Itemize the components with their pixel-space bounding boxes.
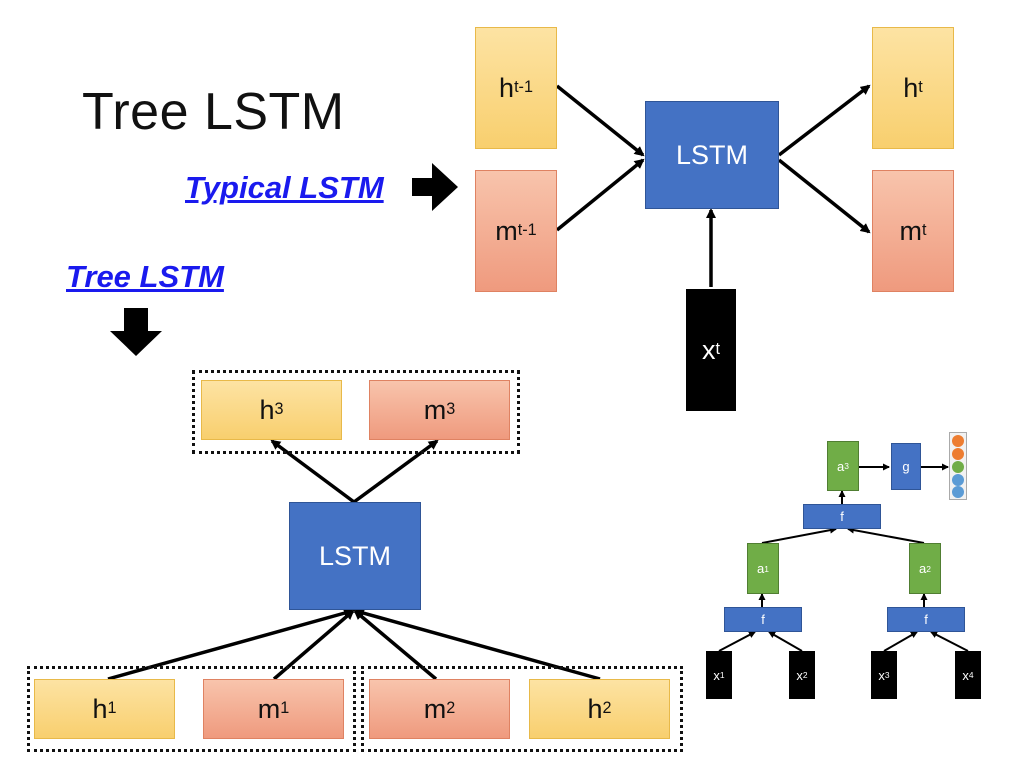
slide-title: Tree LSTM — [82, 83, 345, 141]
block-arrow-right — [412, 163, 458, 211]
f-right-node: f — [887, 607, 965, 632]
m2-base: m — [423, 693, 447, 724]
h-out-sup: t — [918, 77, 923, 96]
m2-sup: 2 — [446, 698, 456, 717]
x3-base: x — [878, 667, 885, 683]
x-sup: t — [715, 339, 721, 358]
output-dot — [952, 486, 964, 498]
f-left-node: f — [724, 607, 802, 632]
m3-sup: 3 — [446, 399, 456, 418]
x1-sup: 1 — [719, 670, 725, 680]
right-child-group-border — [361, 666, 683, 752]
arrow-m-prev-to-lstm — [555, 158, 645, 232]
output-dot — [952, 448, 964, 460]
tree-lstm-link[interactable]: Tree LSTM — [66, 259, 224, 294]
x4-sup: 4 — [968, 670, 974, 680]
tree-lstm-cell: LSTM — [289, 502, 421, 610]
h2-sup: 2 — [602, 698, 612, 717]
x1-base: x — [713, 667, 720, 683]
a3-base: a — [837, 458, 845, 474]
x-base: x — [702, 334, 716, 365]
h2-base: h — [587, 693, 603, 724]
output-group-border — [192, 370, 520, 454]
x2-base: x — [796, 667, 803, 683]
a1-sup: 1 — [764, 563, 769, 574]
x3-sup: 3 — [884, 670, 890, 680]
m3-base: m — [423, 394, 447, 425]
arrow-x4-to-fright — [930, 631, 969, 652]
a3-sup: 3 — [844, 461, 849, 471]
output-dot — [952, 435, 964, 447]
h-out-base: h — [903, 72, 919, 103]
f-top-node: f — [803, 504, 881, 529]
a2-base: a — [919, 561, 927, 576]
a2-sup: 2 — [926, 563, 931, 574]
h-prev-sup: t-1 — [514, 77, 533, 96]
output-dot — [952, 474, 964, 486]
h3-sup: 3 — [274, 399, 284, 418]
x4-base: x — [962, 667, 969, 683]
x2-sup: 2 — [802, 670, 808, 680]
arrow-x1-to-fleft — [718, 631, 756, 652]
lstm-cell: LSTM — [645, 101, 779, 209]
left-child-group-border — [27, 666, 356, 752]
arrow-lstm-to-m — [777, 158, 871, 234]
output-vector — [949, 432, 967, 500]
m1-base: m — [257, 693, 281, 724]
block-arrow-down — [110, 308, 162, 356]
m-prev-sup: t-1 — [517, 220, 537, 239]
m1-sup: 1 — [280, 698, 290, 717]
h3-base: h — [259, 394, 275, 425]
arrow-lstm-to-h — [777, 84, 871, 157]
a1-base: a — [757, 561, 765, 576]
arrow-x2-to-fleft — [768, 631, 803, 652]
arrow-x3-to-fright — [883, 631, 918, 652]
m-out-base: m — [899, 215, 923, 246]
h-prev-base: h — [499, 72, 515, 103]
typical-lstm-link[interactable]: Typical LSTM — [185, 170, 384, 205]
arrow-h-prev-to-lstm — [555, 84, 645, 157]
arrow-a1-to-ftop — [761, 526, 837, 544]
output-dot — [952, 461, 964, 473]
m-out-sup: t — [922, 220, 927, 239]
g-node: g — [891, 443, 921, 490]
m-prev-base: m — [495, 215, 518, 246]
h1-sup: 1 — [107, 698, 117, 717]
arrow-a2-to-ftop — [847, 526, 925, 544]
h1-base: h — [92, 693, 108, 724]
